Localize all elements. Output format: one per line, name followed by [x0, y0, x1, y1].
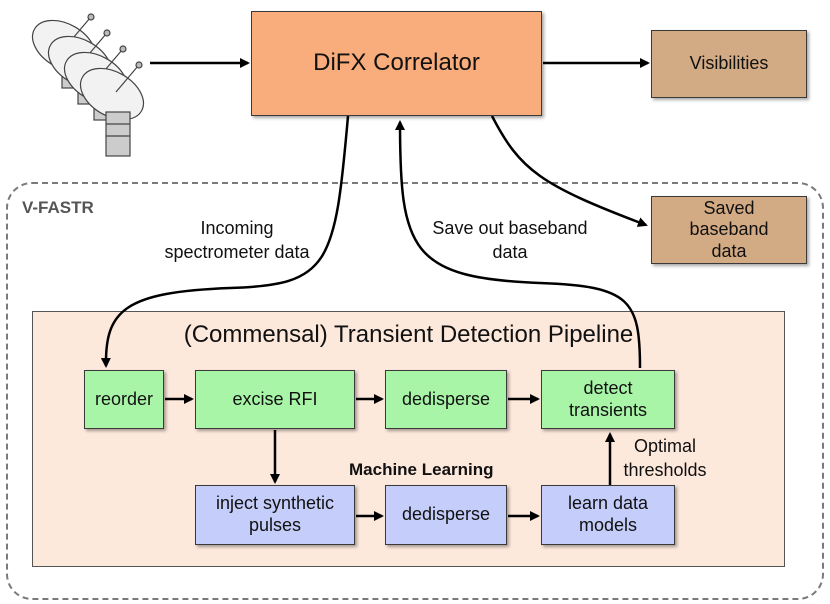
saved-baseband-box: Saved baseband data	[651, 196, 807, 264]
vfastr-group	[6, 182, 824, 600]
difx-correlator-box: DiFX Correlator	[251, 11, 542, 116]
visibilities-box: Visibilities	[651, 30, 807, 98]
reorder-box: reorder	[84, 370, 164, 429]
detect-transients-box: detect transients	[541, 370, 675, 429]
dedisperse-bottom-box: dedisperse	[385, 485, 507, 545]
learn-models-box: learn data models	[541, 485, 675, 545]
vfastr-label: V-FASTR	[22, 198, 94, 217]
save-out-label: Save out baseband data	[432, 218, 588, 262]
pipeline-title: (Commensal) Transient Detection Pipeline	[183, 321, 634, 348]
machine-learning-label: Machine Learning	[349, 460, 494, 479]
incoming-data-label: Incoming spectrometer data	[164, 218, 310, 262]
inject-pulses-box: inject synthetic pulses	[195, 485, 355, 545]
radio-dish-array-icon	[31, 13, 145, 157]
excise-rfi-box: excise RFI	[195, 370, 355, 429]
optimal-thresholds-label: Optimal thresholds	[623, 436, 707, 480]
dedisperse-top-box: dedisperse	[385, 370, 507, 429]
